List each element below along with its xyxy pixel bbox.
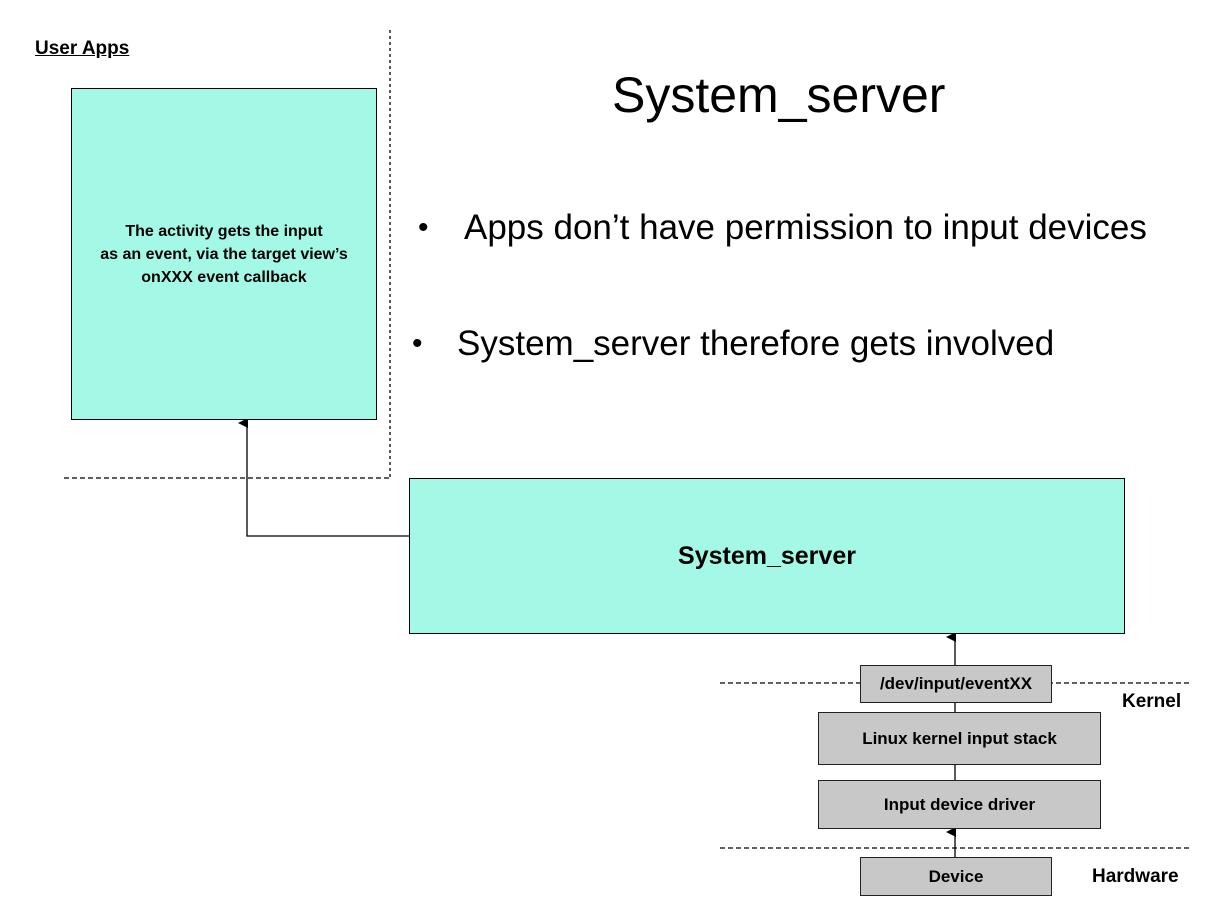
system-server-box: System_server [409,478,1125,634]
bullet-dot-icon: • [418,211,429,244]
dev-input-box: /dev/input/eventXX [860,665,1052,703]
bullet-text: Apps don’t have permission to input devi… [464,208,1147,247]
bullet-dot-icon: • [412,327,423,360]
server-to-activity-arrow [238,418,409,537]
bullet-item: • Apps don’t have permission to input de… [418,208,1147,248]
activity-text-line: onXXX event callback [141,268,307,286]
kernel-input-stack-box: Linux kernel input stack [818,712,1101,765]
activity-text-line: as an event, via the target view’s [100,245,348,263]
hardware-label: Hardware [1092,866,1179,887]
bullet-text: System_server therefore gets involved [457,324,1055,363]
kernel-label: Kernel [1122,691,1182,712]
activity-text: The activity gets the input as an event,… [100,220,348,289]
slide-title: System_server [612,67,946,123]
user-apps-label: User Apps [35,38,130,59]
input-device-driver-box: Input device driver [818,780,1101,829]
device-box: Device [860,857,1052,896]
activity-text-line: The activity gets the input [125,222,323,240]
bullet-item: • System_server therefore gets involved [412,324,1054,364]
activity-box: The activity gets the input as an event,… [71,88,377,420]
